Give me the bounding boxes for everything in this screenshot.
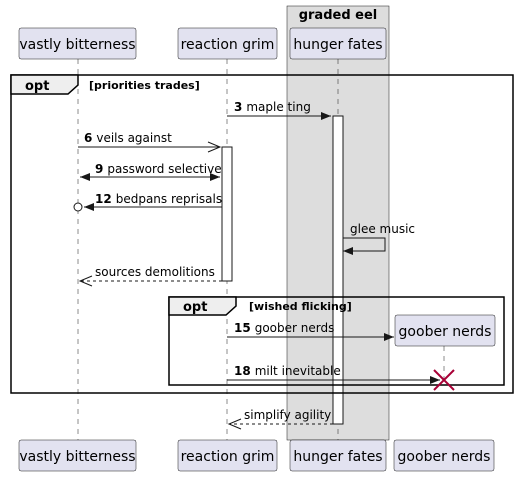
participant-reaction-grim-bottom: reaction grim xyxy=(177,439,278,472)
participant-vastly-bitterness-top: vastly bitterness xyxy=(18,27,137,60)
destroy-x-icon xyxy=(433,369,455,391)
fragment-outer-keyword: opt xyxy=(25,79,49,94)
participant-vastly-bitterness-bottom: vastly bitterness xyxy=(18,439,137,472)
message-glee-music: glee music xyxy=(343,222,415,255)
message-12-number: 12 xyxy=(95,192,112,206)
message-15-number: 15 xyxy=(234,321,251,335)
participant-goober-nerds-created-label: goober nerds xyxy=(399,324,492,340)
group-box-title: graded eel xyxy=(299,8,378,23)
message-9: 9 password selective xyxy=(80,162,222,181)
message-15: 15 goober nerds xyxy=(227,321,394,341)
message-12-label: bedpans reprisals xyxy=(116,192,222,206)
message-18: 18 milt inevitable xyxy=(227,364,440,384)
participant-goober-nerds-bottom: goober nerds xyxy=(393,439,495,472)
message-3-number: 3 xyxy=(234,100,242,114)
message-3-label: maple ting xyxy=(246,100,310,114)
message-15-label: goober nerds xyxy=(255,321,335,335)
participant-vastly-bitterness-bottom-label: vastly bitterness xyxy=(19,449,135,465)
message-12: 12 bedpans reprisals xyxy=(73,192,222,212)
participant-vastly-bitterness-top-label: vastly bitterness xyxy=(19,37,135,53)
fragment-outer-condition: [priorities trades] xyxy=(89,79,200,92)
message-simplify-agility: simplify agility xyxy=(227,408,333,430)
participant-reaction-grim-top: reaction grim xyxy=(177,27,278,60)
participant-goober-nerds-created: goober nerds xyxy=(394,314,496,347)
fragment-outer-opt: opt [priorities trades] xyxy=(10,74,514,394)
participant-reaction-grim-bottom-label: reaction grim xyxy=(181,449,275,465)
fragment-inner-condition: [wished flicking] xyxy=(249,300,352,313)
message-simplify-agility-label: simplify agility xyxy=(244,408,331,422)
message-6-number: 6 xyxy=(84,131,92,145)
activation-hunger-fates xyxy=(332,115,344,425)
message-glee-music-label: glee music xyxy=(350,222,415,236)
participant-hunger-fates-top-label: hunger fates xyxy=(293,37,382,53)
participant-hunger-fates-bottom-label: hunger fates xyxy=(293,449,382,465)
message-18-number: 18 xyxy=(234,364,251,378)
message-6: 6 veils against xyxy=(78,131,222,153)
activation-reaction-grim xyxy=(221,146,233,282)
message-9-label: password selective xyxy=(107,162,221,176)
participant-hunger-fates-bottom: hunger fates xyxy=(289,439,387,472)
fragment-inner-opt: opt [wished flicking] xyxy=(168,296,505,386)
participant-goober-nerds-bottom-label: goober nerds xyxy=(398,449,491,465)
message-6-label: veils against xyxy=(96,131,172,145)
fragment-inner-keyword: opt xyxy=(183,300,207,315)
participant-reaction-grim-top-label: reaction grim xyxy=(181,37,275,53)
message-9-number: 9 xyxy=(95,162,103,176)
message-3: 3 maple ting xyxy=(227,100,331,120)
message-18-label: milt inevitable xyxy=(255,364,341,378)
message-sources-demolitions: sources demolitions xyxy=(78,265,222,287)
participant-hunger-fates-top: hunger fates xyxy=(289,27,387,60)
message-sources-demolitions-label: sources demolitions xyxy=(95,265,215,279)
